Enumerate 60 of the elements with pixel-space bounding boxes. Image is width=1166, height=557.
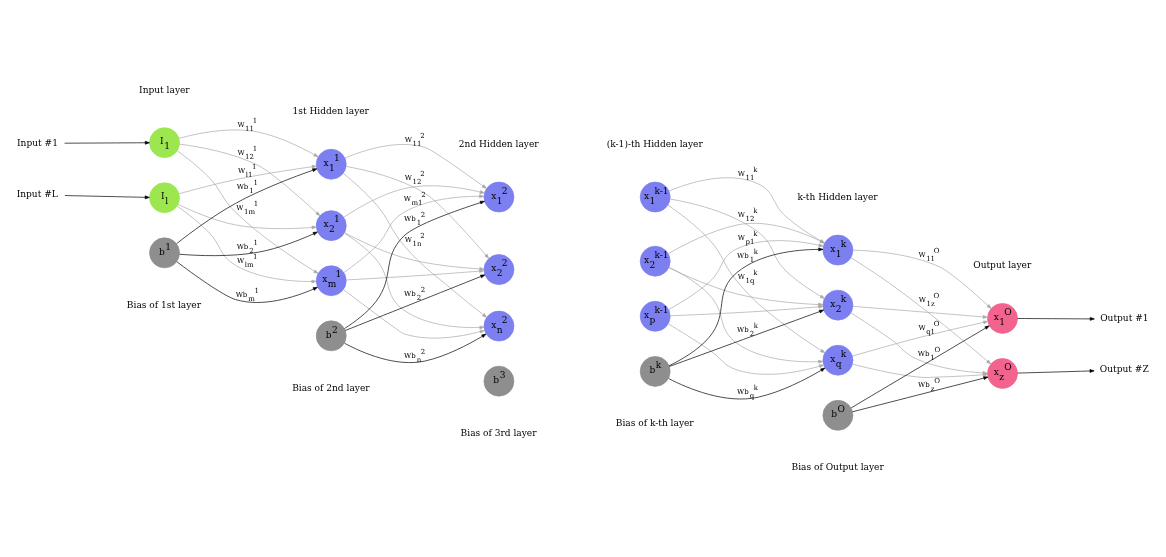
arrow (1017, 316, 1095, 321)
node-text: Output #1 (1100, 312, 1149, 323)
arrow (668, 266, 824, 363)
arrow (669, 198, 825, 299)
node-text: Output #Z (1099, 363, 1149, 374)
arrow (176, 205, 317, 283)
node-label: Bias of k-th layer (615, 417, 694, 428)
arrow (668, 247, 824, 366)
arrow (668, 176, 825, 243)
arrow (667, 322, 824, 375)
arrow (667, 204, 826, 353)
arrow (852, 249, 992, 309)
arrow (346, 268, 485, 280)
arrow (178, 129, 319, 157)
node-text: Input #1 (17, 137, 58, 148)
label: (k-1)-th Hidden layer (606, 138, 703, 149)
arrow (850, 256, 992, 364)
arrow (852, 305, 988, 319)
arrow (344, 333, 487, 363)
arrow (343, 194, 485, 273)
arrow (852, 375, 989, 412)
arrow (667, 222, 825, 254)
arrow (179, 143, 321, 216)
node-label: Bias of 2nd layer (292, 382, 370, 393)
arrow (344, 232, 485, 329)
arrow (670, 304, 824, 316)
label: 2nd Hidden layer (458, 138, 539, 149)
arrow (64, 194, 150, 199)
arrow (668, 266, 824, 306)
arrow (345, 165, 489, 259)
arrow (850, 312, 988, 375)
arrow (344, 231, 485, 271)
label: k-th Hidden layer (797, 191, 878, 202)
arrow (1017, 368, 1095, 373)
arrow (344, 274, 486, 331)
arrow (344, 200, 485, 329)
arrow (176, 150, 319, 274)
arrow (176, 260, 318, 303)
node-label: Bias of Output layer (791, 461, 884, 472)
arrow (669, 309, 825, 367)
label: Output layer (973, 259, 1032, 270)
arrow (850, 325, 990, 408)
arrow (179, 231, 318, 256)
node-label: Bias of 3rd layer (460, 427, 537, 438)
arrow (852, 320, 989, 356)
label: Input layer (139, 84, 190, 95)
arrow (344, 143, 487, 189)
node-text: Input #L (16, 188, 58, 199)
arrow (64, 140, 150, 145)
arrow (177, 203, 317, 229)
arrow (343, 288, 485, 338)
arrow (178, 164, 317, 194)
label: 1st Hidden layer (292, 105, 369, 116)
arrow (852, 363, 988, 378)
node-label: Bias of 1st layer (126, 299, 201, 310)
arrow (668, 239, 824, 310)
arrow (342, 172, 487, 318)
arrow (176, 167, 318, 244)
arrow (343, 184, 485, 218)
arrow (668, 367, 826, 399)
